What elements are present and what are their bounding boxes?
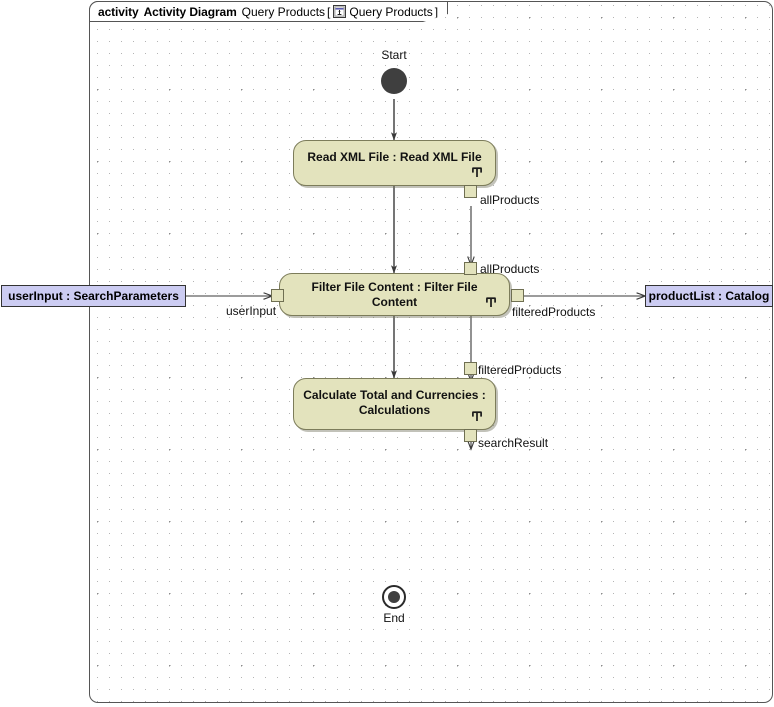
pin-label-read-xml-out-all-products: allProducts (480, 193, 540, 207)
pin-label-filter-in-all-products: allProducts (480, 262, 540, 276)
pin-read-xml-out-all-products[interactable] (464, 185, 477, 198)
pin-filter-in-all-products[interactable] (464, 262, 477, 275)
frame-qualified-name: Query Products (349, 4, 433, 19)
activity-calculate-label: Calculate Total and Currencies : Calcula… (303, 388, 486, 417)
initial-node[interactable] (381, 68, 407, 94)
activity-diagram-icon (333, 5, 347, 18)
diagram-frame (89, 1, 773, 703)
pin-filter-out-filtered-products[interactable] (511, 289, 524, 302)
object-node-user-input[interactable]: userInput : SearchParameters (1, 285, 186, 307)
activity-filter-file-content-label: Filter File Content : Filter File Conten… (311, 280, 478, 309)
pin-label-filter-out-filtered-products: filteredProducts (512, 305, 596, 319)
rake-icon (470, 165, 484, 178)
pin-label-calculate-in-filtered-products: filteredProducts (478, 363, 562, 377)
pin-calculate-out-search-result[interactable] (464, 429, 477, 442)
activity-calculate-total-and-currencies[interactable]: Calculate Total and Currencies : Calcula… (293, 378, 496, 430)
activity-filter-file-content[interactable]: Filter File Content : Filter File Conten… (279, 273, 510, 316)
pin-label-filter-in-user-input: userInput (226, 304, 277, 318)
pin-label-calculate-out-search-result: searchResult (478, 436, 549, 450)
diagram-frame-header[interactable]: activity Activity Diagram Query Products… (89, 1, 449, 22)
start-node-caption: Start (381, 48, 407, 62)
activity-read-xml-file[interactable]: Read XML File : Read XML File (293, 140, 496, 186)
object-node-product-list[interactable]: productList : Catalog (645, 285, 773, 307)
frame-bracket-open: [ (327, 4, 331, 19)
rake-icon (484, 295, 498, 308)
activity-read-xml-file-label: Read XML File : Read XML File (307, 150, 482, 164)
frame-keyword: activity (98, 4, 139, 19)
rake-icon (470, 409, 484, 422)
end-node-caption: End (383, 611, 405, 625)
pin-calculate-in-filtered-products[interactable] (464, 362, 477, 375)
frame-bracket-close: ] (434, 4, 439, 19)
frame-diagram-name: Query Products (241, 4, 326, 19)
frame-type-label: Activity Diagram (143, 4, 237, 19)
activity-final-node[interactable] (382, 585, 406, 609)
object-node-user-input-label: userInput : SearchParameters (8, 289, 179, 303)
object-node-product-list-label: productList : Catalog (648, 289, 770, 303)
pin-filter-in-user-input[interactable] (271, 289, 284, 302)
